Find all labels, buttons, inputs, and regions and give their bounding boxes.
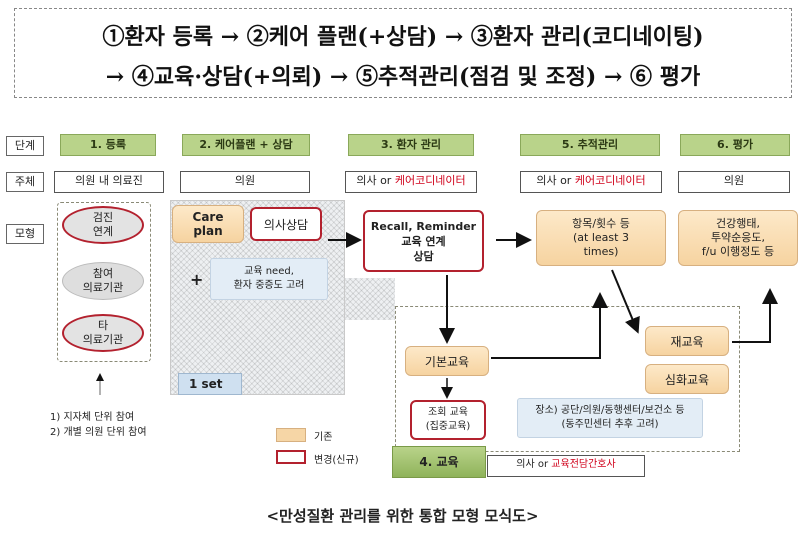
caption: <만성질환 관리를 위한 통합 모형 모식도> [266, 507, 539, 525]
stage-6: 6. 평가 [680, 134, 790, 156]
legend-existing-swatch [276, 428, 306, 442]
group-education-l1: 조회 교육 [428, 407, 468, 418]
subject-3-prefix: 의사 or [356, 174, 395, 187]
education-place-l2: (동주민센터 추후 고려) [561, 419, 659, 430]
plus-sign: + [190, 270, 204, 289]
header-line-2: → ④교육·상담(+의뢰) → ⑤추적관리(점검 및 조정) → ⑥ 평가 [105, 64, 701, 90]
evaluation-l3: f/u 이행정도 등 [701, 245, 775, 258]
evaluation-l1: 건강행태, [716, 217, 760, 230]
registration-other-l1: 타 [97, 319, 109, 332]
education-need-box: 교육 need, 환자 중증도 고려 [210, 258, 328, 300]
stage-5: 5. 추적관리 [520, 134, 660, 156]
subject-2: 의원 [180, 171, 310, 193]
registration-group [57, 202, 151, 362]
advanced-education-box: 심화교육 [645, 364, 729, 394]
education-place-l1: 장소) 공단/의원/동행센터/보건소 등 [535, 405, 685, 416]
group-education-l2: (집중교육) [425, 421, 471, 432]
registration-other-l2: 의료기관 [82, 333, 124, 346]
careplan-l2: plan [193, 224, 223, 238]
followup-l1: 항목/횟수 등 [572, 217, 630, 230]
management-l2: 교육 연계 [401, 234, 446, 248]
evaluation-box: 건강행태, 투약순응도, f/u 이행정도 등 [678, 210, 798, 266]
registration-other: 타 의료기관 [62, 314, 144, 352]
followup-l3: times) [583, 245, 619, 258]
registration-checkup-l2: 연계 [92, 225, 114, 238]
registration-participating-l1: 참여 [92, 267, 114, 280]
note-1: 1) 지자체 단위 참여 [50, 412, 135, 423]
note-2: 2) 개별 의원 단위 참여 [50, 427, 147, 438]
legend-changed-label: 변경(신규) [314, 455, 359, 466]
doctor-consult-box: 의사상담 [250, 207, 322, 241]
subject-6: 의원 [678, 171, 790, 193]
subject-4-prefix: 의사 or [516, 459, 552, 470]
followup-box: 항목/횟수 등 (at least 3 times) [536, 210, 666, 266]
education-need-l2: 환자 중증도 고려 [233, 280, 305, 291]
row-label-model: 모형 [6, 224, 44, 244]
registration-participating-l2: 의료기관 [82, 281, 124, 294]
registration-checkup-l1: 검진 [92, 211, 114, 224]
careplan-l1: Care [192, 210, 224, 224]
stage-2: 2. 케어플랜 + 상담 [182, 134, 310, 156]
legend-changed-swatch [276, 450, 306, 464]
subject-5: 의사 or 케어코디네이터 [520, 171, 662, 193]
registration-checkup: 검진 연계 [62, 206, 144, 244]
stage-3: 3. 환자 관리 [348, 134, 474, 156]
subject-5-prefix: 의사 or [536, 174, 575, 187]
education-place-box: 장소) 공단/의원/동행센터/보건소 등 (동주민센터 추후 고려) [517, 398, 703, 438]
row-label-subject: 주체 [6, 172, 44, 192]
row-label-stage: 단계 [6, 136, 44, 156]
header-line-1: ①환자 등록 → ②케어 플랜(+상담) → ③환자 관리(코디네이팅) [102, 24, 704, 50]
management-l1: Recall, Reminder [370, 219, 477, 233]
subject-3-red: 케어코디네이터 [394, 174, 466, 187]
registration-participating: 참여 의료기관 [62, 262, 144, 300]
subject-3: 의사 or 케어코디네이터 [345, 171, 477, 193]
management-box: Recall, Reminder 교육 연계 상담 [363, 210, 484, 272]
management-l3: 상담 [413, 249, 434, 263]
notes: 1) 지자체 단위 참여 2) 개별 의원 단위 참여 [50, 410, 147, 440]
stage-1: 1. 등록 [60, 134, 156, 156]
evaluation-l2: 투약순응도, [710, 231, 766, 244]
subject-1: 의원 내 의료진 [54, 171, 164, 193]
header-box: ①환자 등록 → ②케어 플랜(+상담) → ③환자 관리(코디네이팅) → ④… [14, 8, 792, 98]
subject-4-red: 교육전담간호사 [551, 459, 616, 470]
group-education-box: 조회 교육 (집중교육) [410, 400, 486, 440]
careplan-box: Care plan [172, 205, 244, 243]
re-education-box: 재교육 [645, 326, 729, 356]
stage-4: 4. 교육 [392, 446, 486, 478]
careplan-region-ext [345, 278, 395, 320]
followup-l2: (at least 3 [573, 231, 629, 244]
legend-existing-label: 기존 [314, 432, 333, 443]
basic-education-box: 기본교육 [405, 346, 489, 376]
one-set-label: 1 set [178, 373, 242, 395]
subject-4: 의사 or 교육전담간호사 [487, 455, 645, 477]
subject-5-red: 케어코디네이터 [574, 174, 646, 187]
education-need-l1: 교육 need, [244, 266, 294, 277]
